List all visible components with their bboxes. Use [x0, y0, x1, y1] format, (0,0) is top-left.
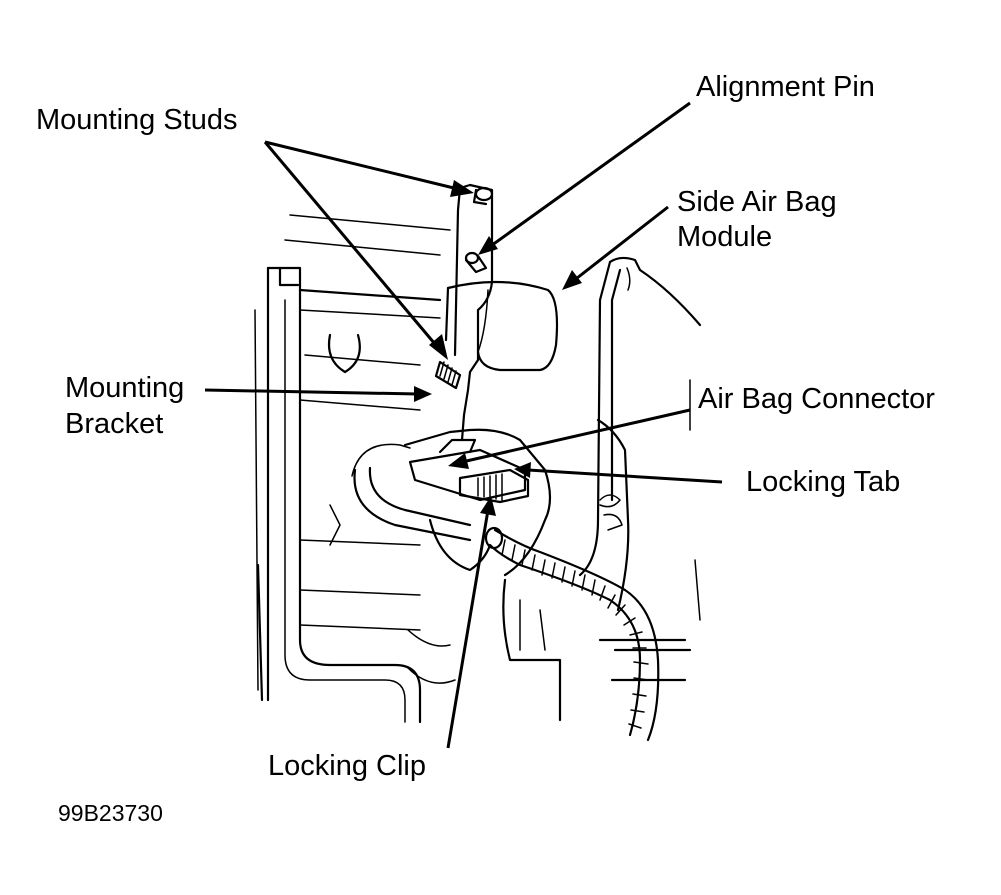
- seat-frame: [254, 214, 456, 724]
- leader-mounting-studs-lower: [263, 141, 448, 360]
- label-mounting-studs: Mounting Studs: [36, 104, 238, 136]
- label-locking-clip: Locking Clip: [268, 750, 426, 782]
- leader-mounting-bracket: [204, 386, 432, 402]
- leader-mounting-studs-upper: [264, 140, 474, 197]
- wire-harness-art: [353, 466, 660, 742]
- label-side-air-bag-module-line2: Module: [677, 221, 773, 253]
- figure-id: 99B23730: [58, 800, 163, 826]
- leader-locking-tab: [514, 462, 723, 484]
- label-alignment-pin: Alignment Pin: [696, 71, 875, 103]
- label-mounting-bracket-line2: Bracket: [65, 408, 164, 440]
- air-bag-module-art: [444, 256, 702, 682]
- label-air-bag-connector: Air Bag Connector: [698, 383, 935, 415]
- leader-alignment-pin: [478, 101, 691, 255]
- mounting-bracket-art: [434, 183, 494, 442]
- label-locking-tab: Locking Tab: [746, 466, 901, 498]
- leader-air-bag-connector: [448, 408, 691, 469]
- label-mounting-bracket-line1: Mounting: [65, 372, 185, 404]
- label-side-air-bag-module-line1: Side Air Bag: [677, 186, 837, 218]
- leader-locking-clip: [446, 496, 496, 749]
- leader-side-air-bag-module: [562, 205, 669, 290]
- connector-art: [351, 428, 552, 577]
